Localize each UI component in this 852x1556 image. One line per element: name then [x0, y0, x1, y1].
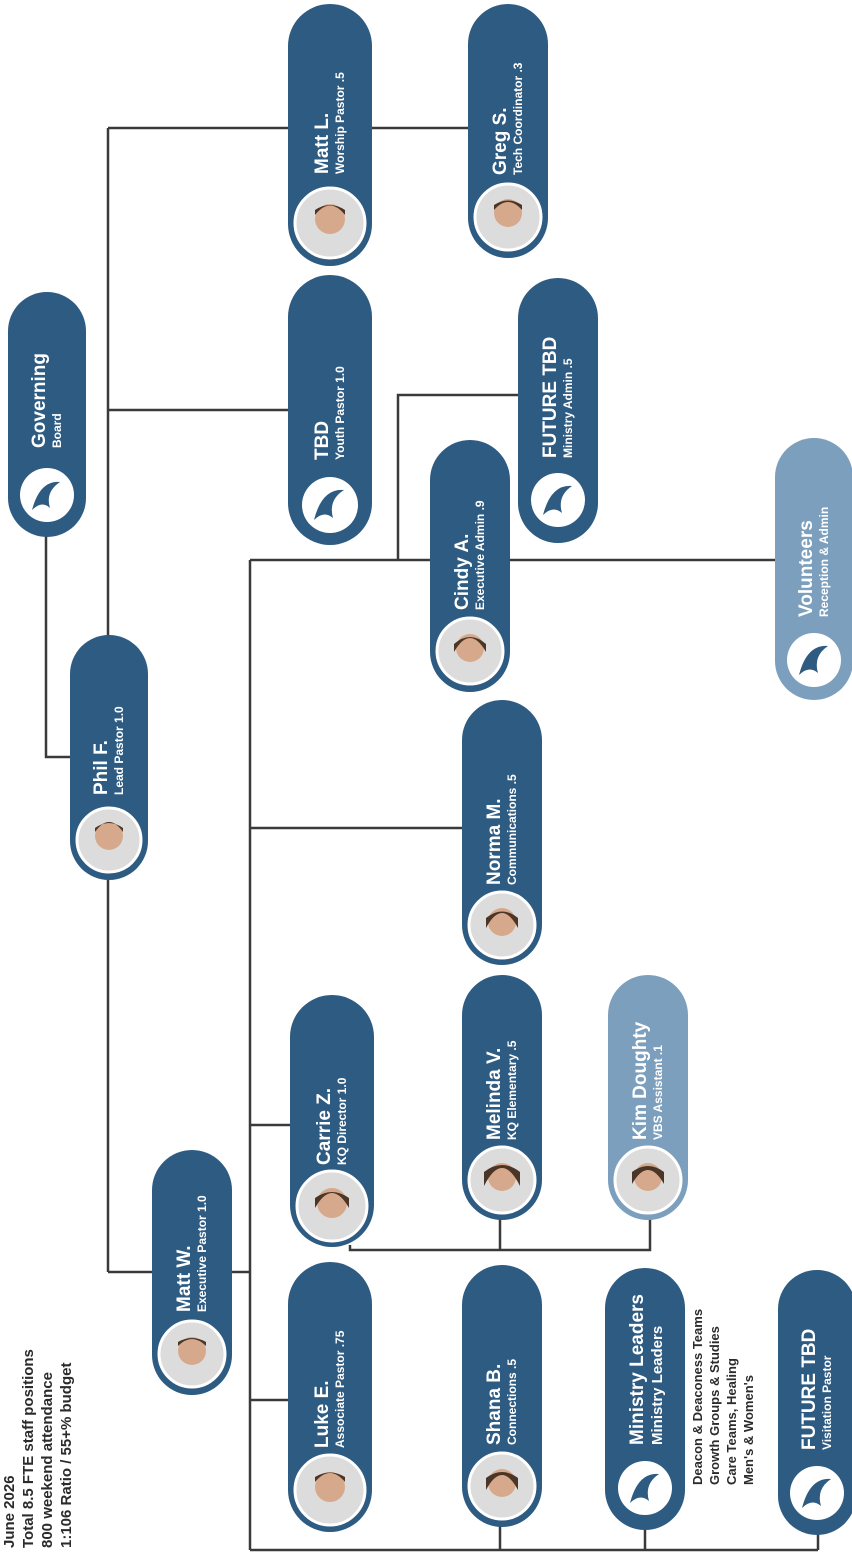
node-role: Associate Pastor .75 — [333, 1330, 347, 1448]
avatar — [75, 806, 143, 874]
ministry-note: Deacon & Deaconess Teams — [690, 1309, 705, 1485]
node-matt-w: Matt W. Executive Pastor 1.0 — [152, 1150, 232, 1395]
avatar — [467, 1145, 537, 1215]
ministry-note: Men's & Women's — [741, 1375, 756, 1485]
avatar — [467, 1451, 537, 1521]
logo-icon — [787, 633, 841, 687]
node-role: Ministry Leaders — [649, 1326, 666, 1445]
node-name: Melinda V. — [484, 1048, 505, 1140]
node-role: Executive Admin .9 — [473, 500, 487, 610]
logo-icon — [302, 477, 358, 533]
node-role: Connections .5 — [505, 1359, 519, 1445]
node-role: Lead Pastor 1.0 — [112, 706, 126, 795]
avatar — [295, 1169, 369, 1243]
header-stats: June 2026 Total 8.5 FTE staff positions … — [1, 1349, 75, 1548]
node-name: FUTURE TBD — [799, 1329, 820, 1450]
node-melinda-v: Melinda V. KQ Elementary .5 — [462, 975, 542, 1220]
node-name: Shana B. — [484, 1364, 505, 1445]
avatar — [467, 890, 537, 960]
header-line-fte: Total 8.5 FTE staff positions — [20, 1349, 37, 1548]
node-role: Communications .5 — [505, 774, 519, 885]
node-greg-s: Greg S. Tech Coordinator .3 — [468, 4, 548, 258]
node-future-ministry-admin: FUTURE TBD Ministry Admin .5 — [518, 278, 598, 543]
node-name: Carrie Z. — [314, 1088, 335, 1165]
node-matt-l: Matt L. Worship Pastor .5 — [288, 4, 372, 266]
header-line-date: June 2026 — [1, 1475, 18, 1548]
node-volunteers: Volunteers Reception & Admin — [775, 438, 852, 700]
ministry-notes: Deacon & Deaconess Teams Growth Groups &… — [690, 1309, 756, 1485]
node-name: Matt L. — [312, 113, 333, 174]
node-name: Luke E. — [312, 1380, 333, 1448]
avatar — [157, 1319, 227, 1389]
node-role: Youth Pastor 1.0 — [333, 366, 347, 460]
node-role: Ministry Admin .5 — [561, 358, 575, 458]
node-carrie-z: Carrie Z. KQ Director 1.0 — [290, 995, 374, 1247]
avatar — [613, 1145, 683, 1215]
avatar — [473, 182, 543, 252]
logo-icon — [790, 1466, 844, 1520]
node-name: Phil F. — [91, 740, 112, 795]
node-role: Worship Pastor .5 — [333, 72, 347, 174]
logo-icon — [618, 1461, 672, 1515]
avatar — [293, 186, 367, 260]
logo-icon — [531, 473, 585, 527]
node-name: Matt W. — [174, 1246, 195, 1313]
node-role: Visitation Pastor — [820, 1355, 834, 1450]
node-name: Governing — [29, 353, 50, 448]
node-name: FUTURE TBD — [540, 337, 561, 458]
logo-icon — [20, 468, 74, 522]
node-name: Norma M. — [484, 798, 505, 885]
node-role: Executive Pastor 1.0 — [195, 1195, 209, 1312]
node-role: KQ Elementary .5 — [505, 1040, 519, 1140]
node-tbd-youth: TBD Youth Pastor 1.0 — [288, 275, 372, 545]
node-role: Tech Coordinator .3 — [511, 62, 525, 175]
node-shana-b: Shana B. Connections .5 — [462, 1265, 542, 1527]
node-name: Ministry Leaders — [627, 1294, 648, 1445]
node-role: KQ Director 1.0 — [335, 1077, 349, 1165]
avatar — [293, 1453, 367, 1527]
node-role: Board — [50, 413, 64, 448]
node-ministry-leaders: Ministry Leaders Ministry Leaders — [605, 1268, 685, 1530]
ministry-note: Growth Groups & Studies — [707, 1326, 722, 1485]
node-future-visitation-pastor: FUTURE TBD Visitation Pastor — [778, 1270, 852, 1535]
ministry-note: Care Teams, Healing — [724, 1358, 739, 1485]
node-name: Kim Doughty — [630, 1021, 651, 1140]
header-line-ratio: 1:106 Ratio / 55+% budget — [58, 1363, 75, 1548]
node-role: Reception & Admin — [817, 507, 831, 617]
node-kim-doughty: Kim Doughty VBS Assistant .1 — [608, 975, 688, 1220]
node-name: Cindy A. — [452, 534, 473, 610]
node-name: Volunteers — [796, 520, 817, 617]
node-norma-m: Norma M. Communications .5 — [462, 700, 542, 965]
node-luke-e: Luke E. Associate Pastor .75 — [288, 1262, 372, 1532]
node-name: TBD — [312, 421, 333, 460]
connector-lines — [44, 126, 820, 1552]
node-role: VBS Assistant .1 — [651, 1045, 665, 1140]
node-name: Greg S. — [490, 107, 511, 175]
node-cindy-a: Cindy A. Executive Admin .9 — [430, 440, 510, 692]
avatar — [435, 616, 505, 686]
header-line-attendance: 800 weekend attendance — [39, 1372, 56, 1548]
node-phil-f: Phil F. Lead Pastor 1.0 — [70, 635, 148, 880]
node-governing-board: Governing Board — [8, 292, 86, 537]
